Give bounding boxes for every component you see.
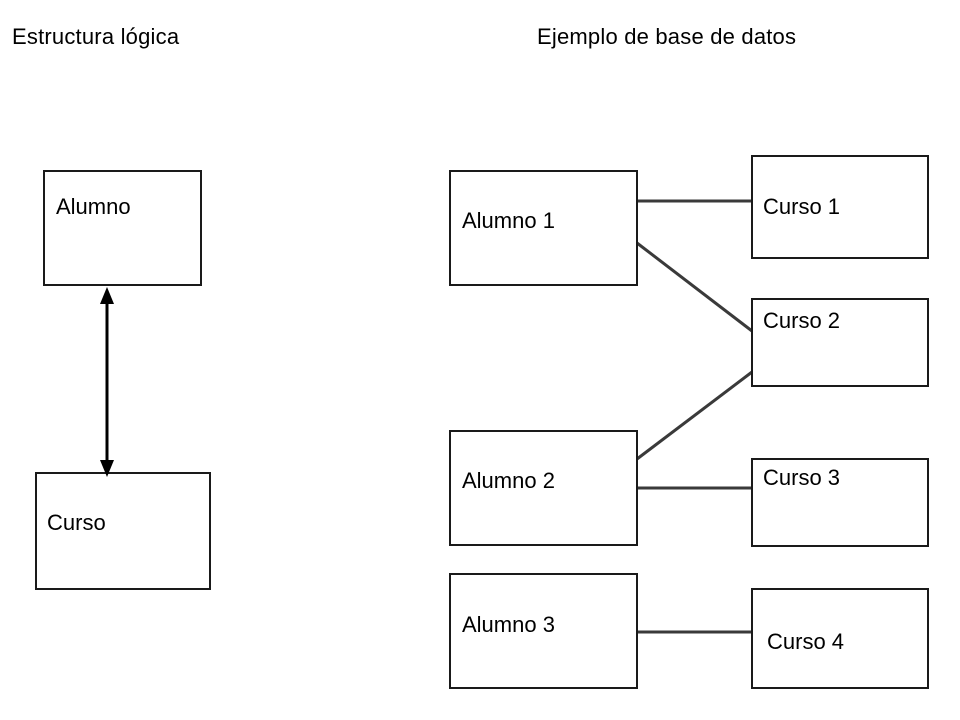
alumno-2-label: Alumno 2 <box>462 468 555 493</box>
link-alumno1-curso2 <box>636 241 753 333</box>
logical-structure: Alumno Curso <box>35 170 211 590</box>
alumno-3-label: Alumno 3 <box>462 612 555 637</box>
arrowhead-up-icon <box>100 287 114 304</box>
entity-alumno-label: Alumno <box>56 194 131 219</box>
curso-2-label: Curso 2 <box>763 308 840 333</box>
database-example-alumnos: Alumno 1 Alumno 2 Alumno 3 <box>449 170 638 689</box>
alumno-1-box <box>449 170 638 286</box>
title-logical-structure: Estructura lógica <box>12 24 180 49</box>
alumno-1-label: Alumno 1 <box>462 208 555 233</box>
link-alumno2-curso2 <box>636 370 753 461</box>
alumno-2-box <box>449 430 638 546</box>
curso-1-box <box>751 155 929 259</box>
curso-4-label: Curso 4 <box>767 629 844 654</box>
alumno-3-box <box>449 573 638 689</box>
database-example-links <box>636 199 753 634</box>
curso-1-label: Curso 1 <box>763 194 840 219</box>
database-example-cursos: Curso 1 Curso 2 Curso 3 Curso 4 <box>751 155 929 689</box>
title-database-example: Ejemplo de base de datos <box>537 24 797 49</box>
curso-3-label: Curso 3 <box>763 465 840 490</box>
curso-4-box <box>751 588 929 689</box>
entity-curso-box <box>35 472 211 590</box>
entity-curso-label: Curso <box>47 510 106 535</box>
curso-2-box <box>751 298 929 387</box>
arrowhead-down-icon <box>100 460 114 477</box>
entity-alumno-box <box>43 170 202 286</box>
curso-3-box <box>751 458 929 547</box>
